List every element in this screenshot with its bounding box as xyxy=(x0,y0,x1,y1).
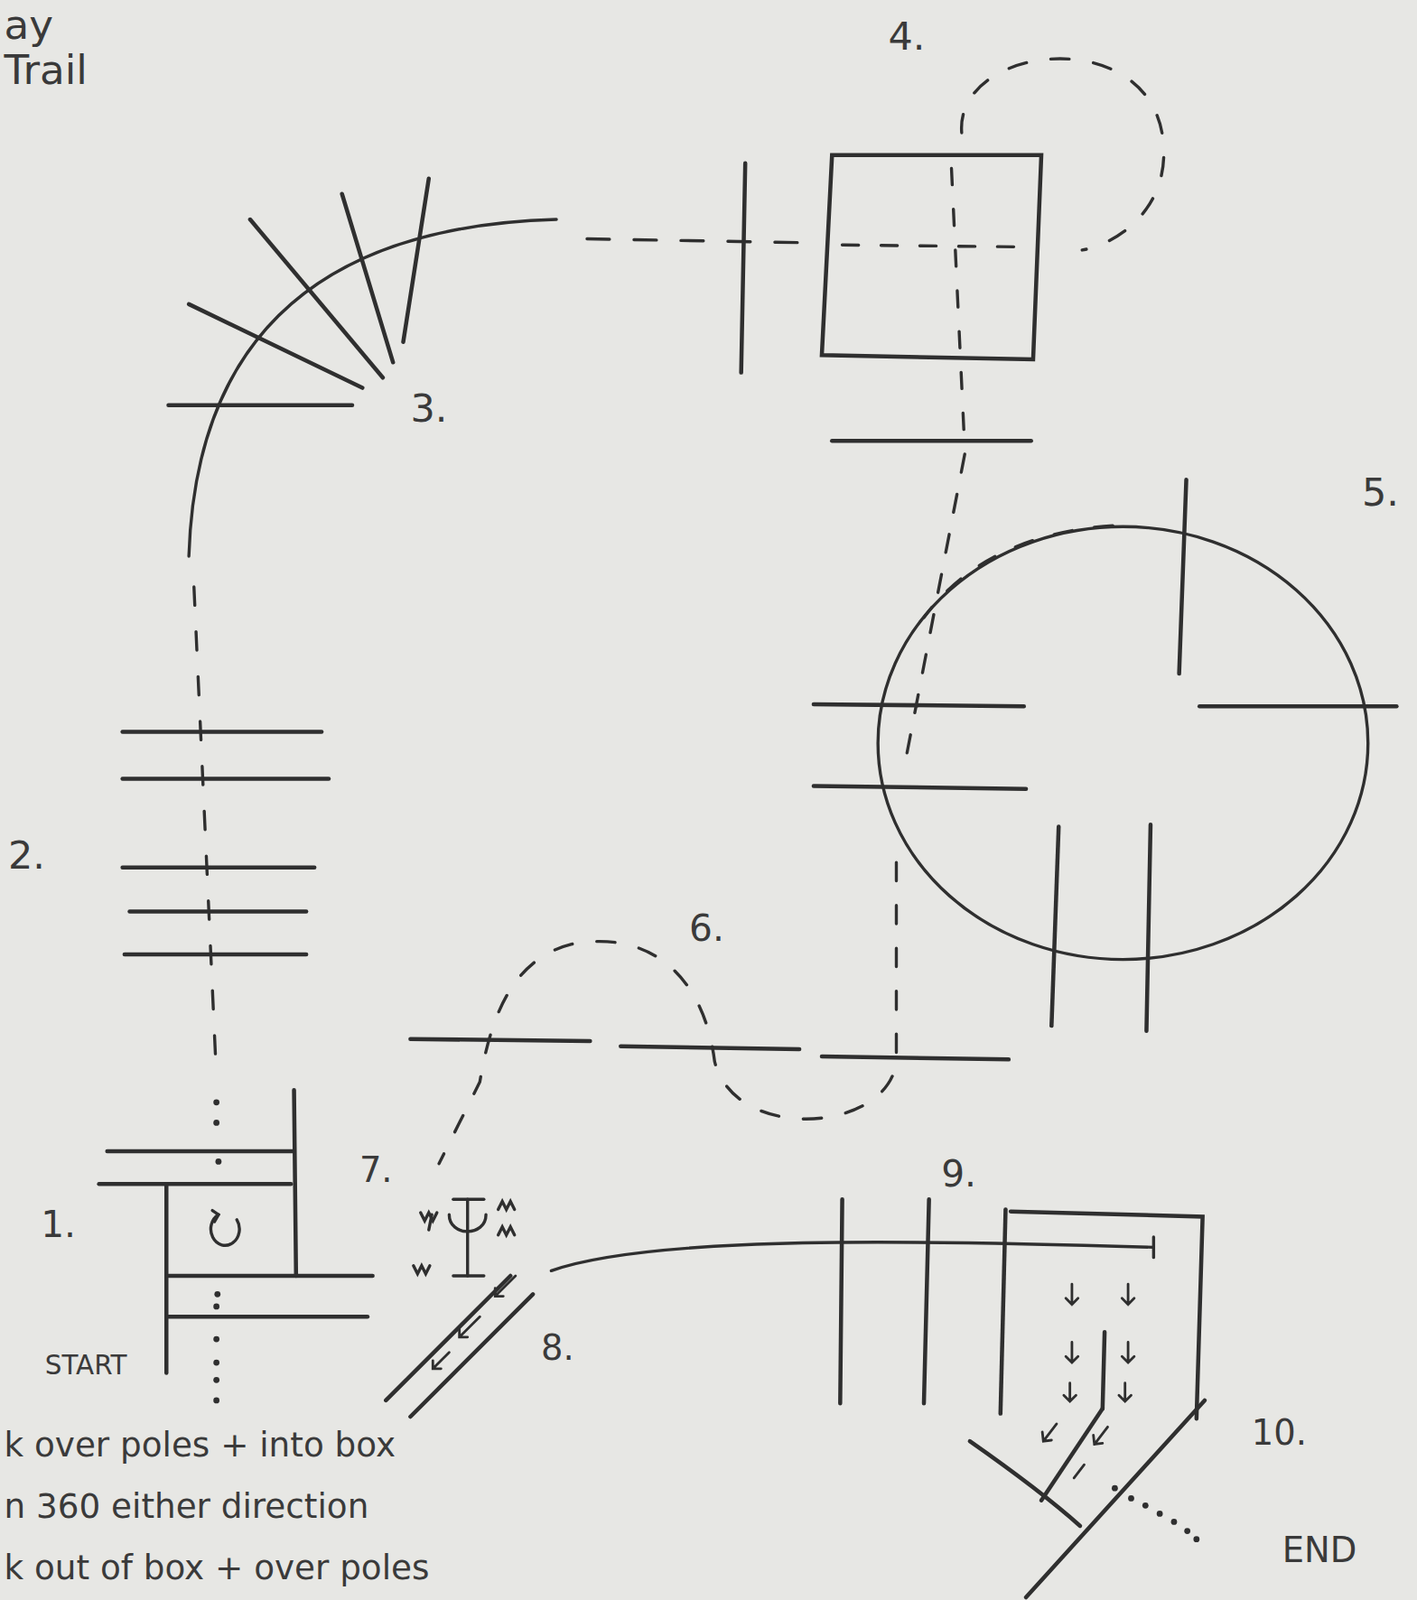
sheet-title: ay Trail xyxy=(4,1,148,92)
box-station xyxy=(741,58,1165,449)
ground-poles xyxy=(122,587,329,1078)
callout-number: 8. xyxy=(540,1329,575,1368)
callout-number: 2. xyxy=(8,835,46,878)
callout-number: 9. xyxy=(941,1153,977,1194)
callout-number: 6. xyxy=(689,908,725,950)
box-station xyxy=(99,1090,373,1404)
note-text: k out of box + over poles xyxy=(4,1549,430,1587)
fan-poles xyxy=(168,178,818,557)
callout-number: 1. xyxy=(40,1204,76,1246)
callout-number: 10. xyxy=(1251,1414,1307,1453)
mailbox-symbol xyxy=(413,1199,515,1277)
callout-number: 3. xyxy=(410,388,448,431)
callout-number: 7. xyxy=(359,1151,393,1190)
callout-number: END xyxy=(1282,1531,1358,1570)
chute-box xyxy=(839,1199,1205,1598)
circle-station xyxy=(813,454,1397,1032)
pole-line xyxy=(410,862,1008,1164)
note-text: n 360 either direction xyxy=(4,1488,370,1526)
note-text: k over poles + into box xyxy=(4,1426,396,1464)
callout-number: START xyxy=(45,1351,128,1380)
chute-poles xyxy=(385,1237,1154,1417)
callout-number: 5. xyxy=(1361,471,1399,514)
callout-number: 4. xyxy=(887,16,925,59)
